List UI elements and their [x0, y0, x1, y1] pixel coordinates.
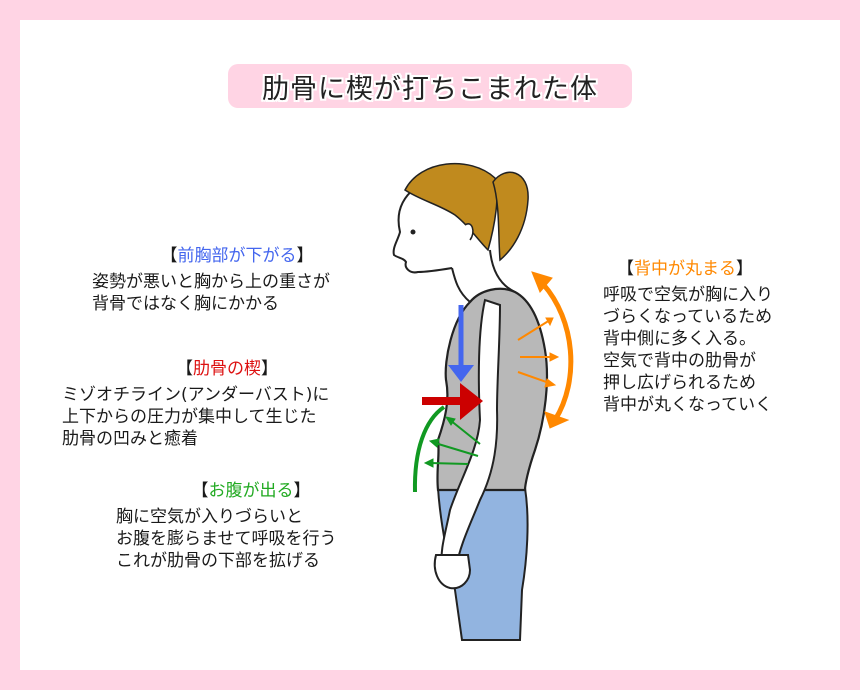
heading-belly-out: お腹が出る	[208, 481, 294, 501]
illustration-panel	[20, 20, 840, 670]
section-heading: 【前胸部が下がる】	[160, 246, 314, 266]
body-line: 姿勢が悪いと胸から上の重さが	[92, 272, 330, 292]
body-line: づらくなっているため	[603, 307, 773, 327]
eye	[410, 229, 416, 235]
body-line: お腹を膨らませて呼吸を行う	[116, 529, 337, 549]
body-line: 背中が丸くなっていく	[603, 395, 773, 415]
face	[392, 187, 453, 274]
green-belly-arrows-icon	[412, 405, 481, 493]
orange-back-arrows-icon	[517, 271, 574, 429]
body-line: 押し広げられるため	[603, 373, 756, 393]
body-line: 背骨ではなく胸にかかる	[92, 294, 279, 314]
body-line: ミゾオチライン(アンダーバスト)に	[62, 385, 330, 405]
body-line: 肋骨の凹みと癒着	[62, 429, 198, 449]
body-line: 空気で背中の肋骨が	[603, 351, 756, 371]
heading-rib-wedge: 肋骨の楔	[193, 359, 261, 379]
body-line: これが肋骨の下部を拡げる	[116, 551, 320, 571]
hair	[404, 162, 498, 252]
body-line: 背中側に多く入る。	[603, 329, 756, 349]
red-right-arrow-icon	[422, 383, 483, 420]
hand	[433, 554, 472, 590]
section-chest-down: 【前胸部が下がる】 姿勢が悪いと胸から上の重さが 背骨ではなく胸にかかる	[92, 245, 382, 315]
body-line: 呼吸で空気が胸に入り	[603, 285, 773, 305]
body-line: 胸に空気が入りづらいと	[116, 507, 303, 527]
ear	[464, 223, 474, 241]
section-back-round: 【背中が丸まる】 呼吸で空気が胸に入り づらくなっているため 背中側に多く入る。…	[603, 258, 813, 416]
section-heading: 【背中が丸まる】	[617, 259, 753, 279]
blue-down-arrow-icon	[448, 305, 474, 382]
heading-chest-down: 前胸部が下がる	[177, 246, 297, 266]
page-title: 肋骨に楔が打ちこまれた体	[262, 73, 598, 105]
title-banner: 肋骨に楔が打ちこまれた体	[228, 64, 632, 108]
neck	[451, 249, 516, 303]
heading-back-round: 背中が丸まる	[634, 259, 736, 279]
section-belly-out: 【お腹が出る】 胸に空気が入りづらいと お腹を膨らませて呼吸を行う これが肋骨の…	[116, 480, 386, 572]
body-line: 上下からの圧力が集中して生じた	[62, 407, 317, 427]
section-heading: 【肋骨の楔】	[176, 359, 278, 379]
section-heading: 【お腹が出る】	[191, 481, 311, 501]
section-rib-wedge: 【肋骨の楔】 ミゾオチライン(アンダーバスト)に 上下からの圧力が集中して生じた…	[62, 358, 392, 450]
ponytail	[492, 171, 529, 262]
